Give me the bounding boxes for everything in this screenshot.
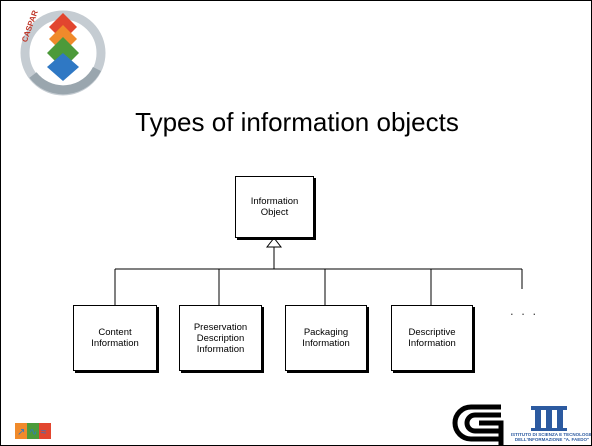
isti-logo-text: ISTITUTO DI SCIENZA E TECNOLOGIE DELL'IN… (510, 432, 592, 442)
more-items-ellipsis: . . . (510, 303, 539, 318)
information-object-box: Information Object (235, 176, 314, 238)
packaging-information-box: Packaging Information (285, 305, 367, 371)
cnr-logo (452, 404, 504, 445)
preservation-description-information-label: Preservation Description Information (193, 321, 248, 355)
content-information-box: Content Information (73, 305, 157, 371)
descriptive-information-label: Descriptive Information (408, 327, 456, 349)
svg-text:∿: ∿ (29, 427, 37, 438)
slide-title: Types of information objects (135, 107, 459, 137)
isti-logo (531, 406, 567, 431)
descriptive-information-box: Descriptive Information (391, 305, 473, 371)
three-color-logo: ↗ ∿ ≈ (15, 423, 51, 439)
svg-text:≈: ≈ (41, 427, 47, 438)
information-object-label: Information Object (250, 196, 299, 218)
content-information-label: Content Information (91, 327, 139, 349)
svg-text:↗: ↗ (17, 427, 25, 438)
packaging-information-label: Packaging Information (302, 327, 350, 349)
preservation-description-information-box: Preservation Description Information (179, 305, 262, 371)
caspar-logo: CASPAR (20, 9, 106, 96)
